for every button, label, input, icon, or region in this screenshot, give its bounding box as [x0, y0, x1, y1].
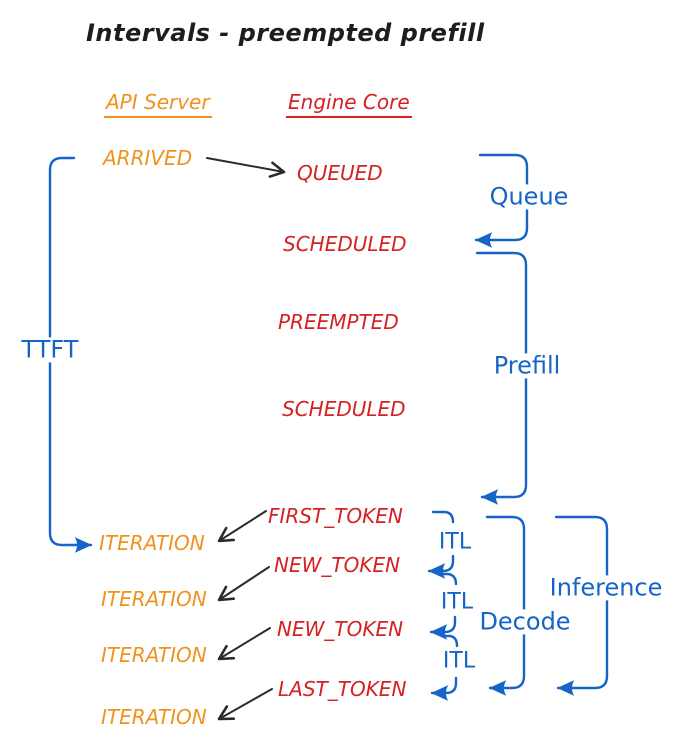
itl1-bracket-top — [431, 510, 455, 524]
interval-label-ttft: TTFT — [18, 337, 82, 363]
event-new-token-1: NEW_TOKEN — [274, 553, 401, 577]
itl3-bracket-top — [441, 634, 459, 648]
event-iteration-1: ITERATION — [99, 531, 205, 555]
itl3-arrow — [430, 676, 458, 701]
itl2-arrow — [429, 615, 457, 640]
arrow-lasttoken-to-iteration4 — [217, 688, 273, 721]
interval-label-itl-3: ITL — [440, 648, 478, 674]
column-header-engine-core: Engine Core — [286, 90, 412, 118]
interval-label-inference: Inference — [546, 575, 666, 601]
event-preempted: PREEMPTED — [278, 310, 399, 334]
inference-bracket — [554, 515, 609, 696]
arrow-arrived-to-queued — [206, 157, 286, 178]
arrow-newtoken1-to-iteration2 — [217, 566, 270, 602]
interval-label-itl-1: ITL — [436, 529, 474, 555]
itl1-arrow — [427, 554, 455, 579]
event-iteration-2: ITERATION — [101, 587, 207, 611]
interval-label-prefill: Prefill — [490, 353, 564, 379]
event-arrived: ARRIVED — [103, 146, 193, 170]
arrow-newtoken2-to-iteration3 — [217, 627, 271, 661]
event-new-token-2: NEW_TOKEN — [277, 617, 404, 641]
event-scheduled-1: SCHEDULED — [283, 232, 407, 256]
decode-bracket — [485, 515, 526, 696]
interval-label-itl-2: ITL — [438, 589, 476, 615]
event-iteration-4: ITERATION — [101, 705, 207, 729]
page-title: Intervals - preempted prefill — [86, 19, 485, 47]
arrow-firsttoken-to-iteration1 — [217, 510, 267, 543]
event-queued: QUEUED — [297, 161, 383, 185]
event-first-token: FIRST_TOKEN — [268, 504, 403, 528]
itl2-bracket-top — [439, 572, 458, 586]
event-scheduled-2: SCHEDULED — [282, 397, 406, 421]
event-iteration-3: ITERATION — [101, 643, 207, 667]
event-last-token: LAST_TOKEN — [278, 677, 407, 701]
interval-label-decode: Decode — [476, 609, 574, 635]
interval-label-queue: Queue — [486, 184, 572, 210]
column-header-api-server: API Server — [104, 90, 212, 118]
